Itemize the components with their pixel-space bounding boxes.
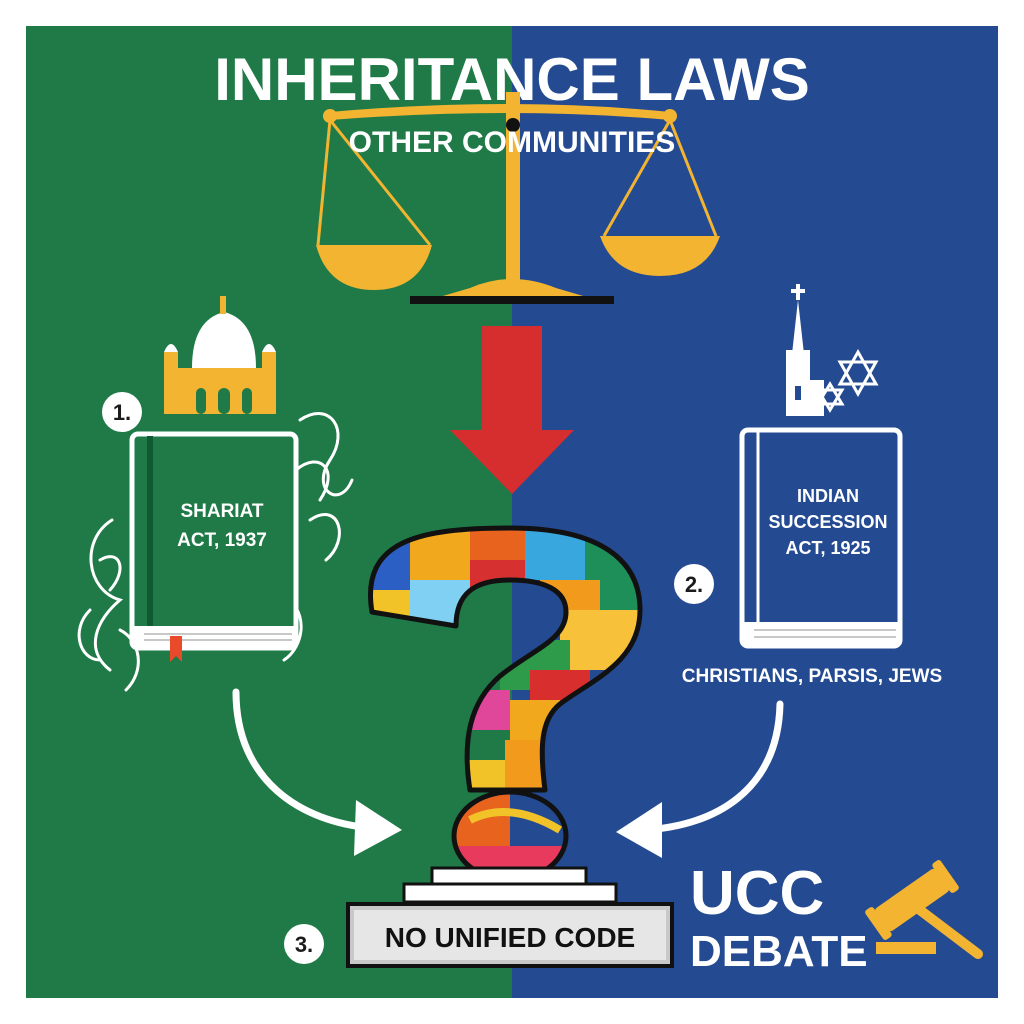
gavel-icon: [865, 860, 983, 959]
mosque-icon: [164, 296, 276, 414]
patchwork-question-mark-icon: [368, 525, 643, 883]
ucc-label: UCC: [690, 859, 824, 928]
right-curved-arrow: [616, 700, 784, 858]
step-1-badge: 1.: [102, 392, 142, 432]
step-2-number: 2.: [685, 572, 703, 597]
no-unified-code-plaque: NO UNIFIED CODE: [385, 922, 635, 953]
scales-of-justice-icon: [316, 92, 720, 304]
ucc-debate-badge: UCC DEBATE: [690, 859, 868, 976]
succession-book-line-1: INDIAN: [797, 486, 859, 506]
shariat-act-book: SHARIAT ACT, 1937: [129, 431, 299, 662]
calligraphy-ornament: [77, 412, 354, 692]
down-arrow-icon: [450, 326, 574, 494]
debate-label: DEBATE: [690, 927, 868, 976]
star-of-david-icon: [815, 348, 879, 413]
pedestal: NO UNIFIED CODE: [346, 866, 674, 968]
indian-succession-act-book: INDIAN SUCCESSION ACT, 1925: [739, 427, 903, 649]
shariat-book-line-2: ACT, 1937: [177, 530, 267, 551]
step-3-badge: 3.: [284, 924, 324, 964]
left-curved-arrow: [232, 688, 402, 856]
page-subtitle: OTHER COMMUNITIES: [349, 126, 676, 159]
step-2-badge: 2.: [674, 564, 714, 604]
succession-book-line-2: SUCCESSION: [768, 512, 887, 532]
communities-label: CHRISTIANS, PARSIS, JEWS: [682, 666, 942, 687]
shariat-book-line-1: SHARIAT: [180, 501, 263, 522]
step-1-number: 1.: [113, 400, 131, 425]
succession-book-line-3: ACT, 1925: [785, 538, 870, 558]
cross-icon: [791, 284, 805, 300]
step-3-number: 3.: [295, 932, 313, 957]
